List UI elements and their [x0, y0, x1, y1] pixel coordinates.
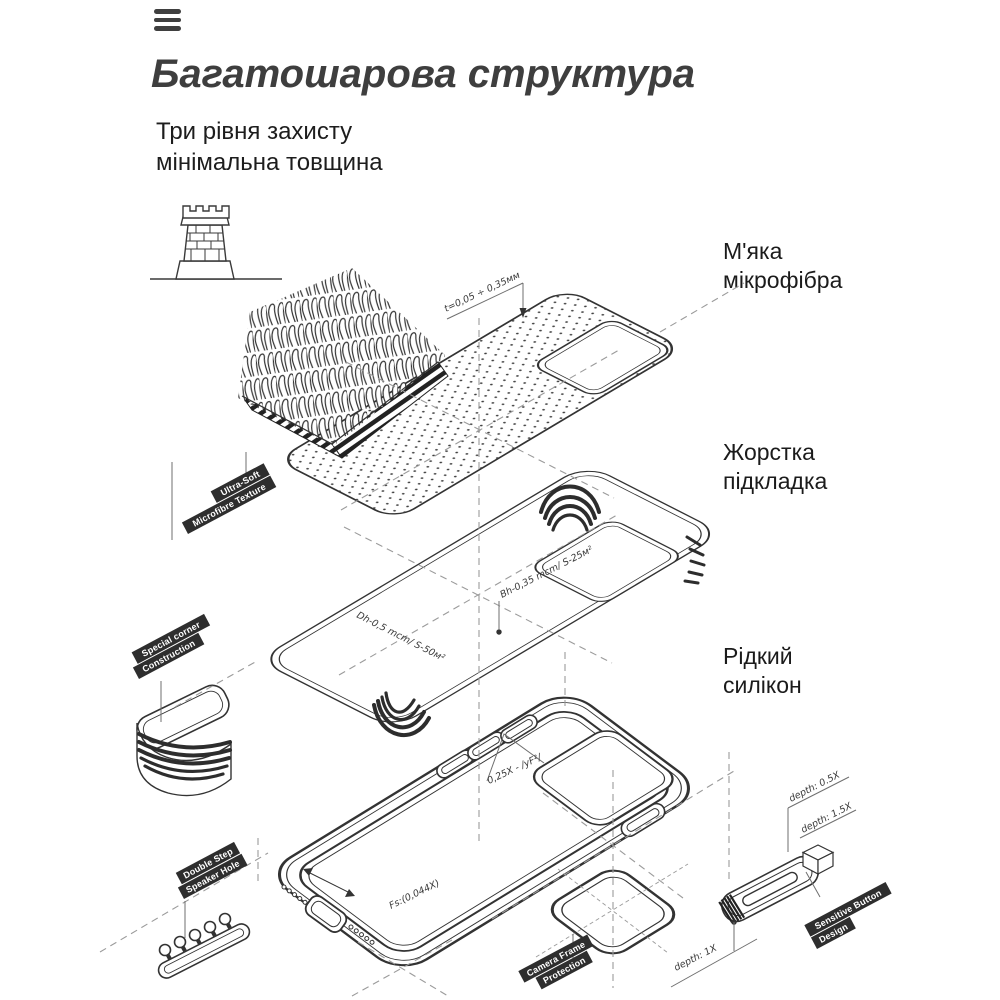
speaker-pins-piece [157, 912, 251, 979]
thickness-dimension: t=0,05 ÷ 0,35мм [443, 270, 527, 320]
subtitle-line-2: мінімальна товщина [156, 149, 383, 176]
camera-cutout [536, 320, 669, 395]
button-strip-piece [670, 855, 819, 988]
svg-text:depth: 1X: depth: 1X [672, 943, 719, 974]
label-liquid-silicone: Рідкий силікон [723, 643, 802, 698]
speaker-holes [281, 884, 375, 945]
hard-liner-layer [270, 470, 711, 737]
page-title: Багатошарова структура [151, 52, 696, 96]
ribbon-camera: Camera Frame Protection [518, 934, 594, 990]
port-cutout [304, 895, 348, 933]
camera-cutout [534, 521, 679, 602]
corner-ribs [137, 732, 232, 781]
svg-text:depth: 1.5X: depth: 1.5X [799, 800, 854, 835]
camera-frame-gasket [535, 863, 689, 958]
thickness-annotation: t=0,05 ÷ 0,35мм [443, 270, 522, 315]
hamburger-menu-icon[interactable] [154, 9, 181, 31]
ribbon-button: Sensitive Button Design [804, 871, 892, 949]
hamburger-bar [154, 9, 181, 14]
corrugated-ribs-bottom [372, 691, 431, 737]
button-cutouts [436, 714, 666, 838]
construction-lines [99, 282, 745, 997]
corner-piece [136, 684, 232, 797]
silicone-case-layer [277, 696, 690, 967]
hamburger-bar [154, 26, 181, 31]
corrugated-ribs-corner [683, 535, 706, 585]
castle-tower-icon [150, 205, 282, 280]
ribbon-microfiber: Ultra-Soft Microfibre Texture [171, 452, 277, 540]
hamburger-bar [154, 17, 181, 22]
corrugated-ribs-top [539, 484, 601, 532]
depth-cube [801, 844, 835, 875]
page-subtitle: Три рівня захисту мінімальна товщина [156, 116, 383, 178]
label-hard-liner: Жорстка підкладка [723, 439, 828, 494]
fuzz-texture-patch [238, 268, 449, 459]
label-soft-microfiber: М'яка мікрофібра [723, 238, 843, 293]
subtitle-line-1: Три рівня захисту [156, 118, 353, 145]
microfiber-layer [287, 293, 674, 515]
svg-text:depth: 0.5X: depth: 0.5X [787, 769, 842, 804]
depth-annotations: depth: 0.5X depth: 1.5X depth: 1X [672, 769, 857, 974]
